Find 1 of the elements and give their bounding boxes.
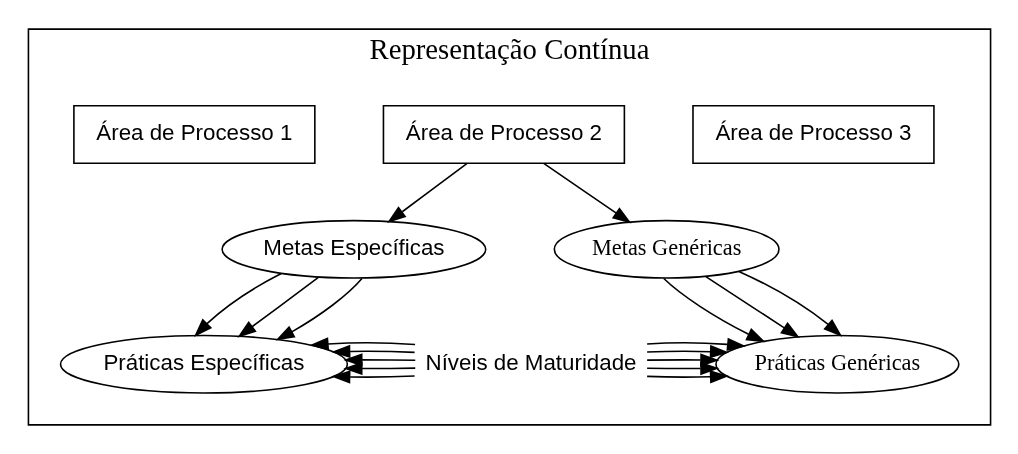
- node-text: Níveis de Maturidade: [425, 350, 637, 376]
